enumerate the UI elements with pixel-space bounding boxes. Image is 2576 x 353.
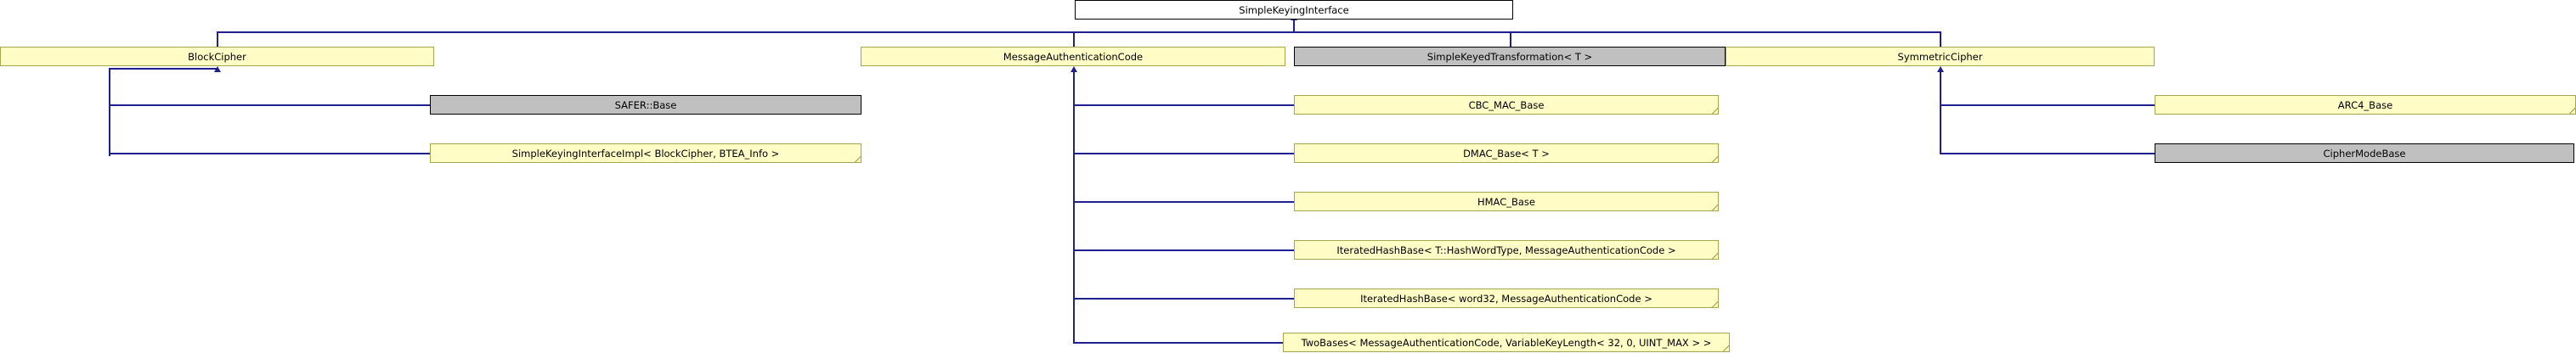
edge-drop-block-cipher [217, 31, 218, 48]
node-iterated-hash-base-hashwordtype[interactable]: IteratedHashBase< T::HashWordType, Messa… [1294, 240, 1719, 260]
node-simple-keyed-transformation[interactable]: SimpleKeyedTransformation< T > [1294, 47, 1726, 66]
node-label: SimpleKeyedTransformation< T > [1426, 50, 1593, 63]
edge-branch-cipher-mode-base [1940, 153, 2155, 154]
node-arc4-base[interactable]: ARC4_Base [2155, 95, 2576, 115]
node-label: CBC_MAC_Base [1468, 98, 1545, 111]
edge-trunk-symmetric-cipher [1940, 68, 1941, 154]
node-label: SimpleKeyingInterface [1239, 3, 1349, 16]
node-block-cipher[interactable]: BlockCipher [0, 47, 434, 66]
node-cbc-mac-base[interactable]: CBC_MAC_Base [1294, 95, 1719, 115]
node-message-authentication-code[interactable]: MessageAuthenticationCode [861, 47, 1285, 66]
edge-arrow-message-authentication-code [1071, 66, 1077, 72]
node-label: IteratedHashBase< T::HashWordType, Messa… [1336, 244, 1676, 256]
edge-branch-dmac-base [1073, 153, 1295, 154]
node-simple-keying-interface-impl[interactable]: SimpleKeyingInterfaceImpl< BlockCipher, … [430, 143, 861, 163]
node-iterated-hash-base-word32[interactable]: IteratedHashBase< word32, MessageAuthent… [1294, 289, 1719, 308]
node-two-bases[interactable]: TwoBases< MessageAuthenticationCode, Var… [1283, 333, 1730, 352]
node-label: TwoBases< MessageAuthenticationCode, Var… [1301, 336, 1712, 349]
edge-branch-safer-base [109, 104, 431, 106]
edge-drop-simple-keyed-transformation [1510, 31, 1511, 48]
edge-branch-two-bases [1073, 342, 1284, 344]
edge-drop-symmetric-cipher [1940, 31, 1941, 48]
node-label: CipherModeBase [2323, 147, 2406, 160]
node-label: MessageAuthenticationCode [1003, 50, 1144, 63]
node-label: ARC4_Base [2337, 98, 2393, 111]
edge-level1-rail [217, 31, 1940, 33]
edge-branch-iterated-hash-base-word32 [1073, 298, 1295, 300]
edge-branch-cbc-mac-base [1073, 104, 1295, 106]
node-label: SAFER::Base [614, 98, 677, 111]
node-dmac-base[interactable]: DMAC_Base< T > [1294, 143, 1719, 163]
edge-trunk-message-authentication-code [1073, 68, 1075, 343]
edge-arrow-block-cipher [214, 66, 221, 72]
node-symmetric-cipher[interactable]: SymmetricCipher [1726, 47, 2155, 66]
edge-drop-message-authentication-code [1073, 31, 1075, 48]
node-label: SimpleKeyingInterfaceImpl< BlockCipher, … [511, 147, 780, 160]
edge-branch-arc4-base [1940, 104, 2155, 106]
edge-branch-hmac-base [1073, 201, 1295, 203]
node-cipher-mode-base[interactable]: CipherModeBase [2155, 143, 2574, 163]
node-label: SymmetricCipher [1897, 50, 1983, 63]
edge-arrow-symmetric-cipher [1937, 66, 1944, 72]
edge-link-block-cipher-trunk [109, 68, 217, 70]
node-label: HMAC_Base [1477, 195, 1536, 208]
edge-root-stub [1293, 14, 1295, 32]
node-label: BlockCipher [188, 50, 246, 63]
edge-branch-iterated-hash-base-hashwordtype [1073, 249, 1295, 251]
node-label: DMAC_Base< T > [1463, 147, 1550, 160]
edge-branch-simple-keying-interface-impl [109, 153, 431, 154]
node-safer-base[interactable]: SAFER::Base [430, 95, 861, 115]
node-hmac-base[interactable]: HMAC_Base [1294, 192, 1719, 211]
node-simple-keying-interface[interactable]: SimpleKeyingInterface [1075, 0, 1513, 20]
node-label: IteratedHashBase< word32, MessageAuthent… [1360, 292, 1652, 305]
edge-trunk-block-cipher [109, 68, 110, 156]
